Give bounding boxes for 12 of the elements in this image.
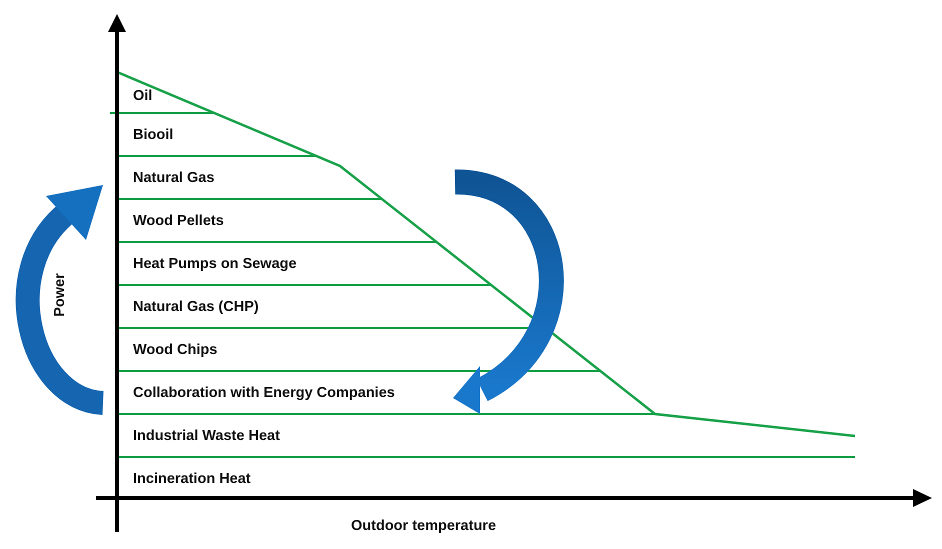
band-label: Incineration Heat — [133, 470, 251, 488]
band-label: Wood Chips — [133, 340, 218, 358]
band-label: Natural Gas (CHP) — [133, 298, 259, 316]
band-label: Collaboration with Energy Companies — [133, 384, 395, 402]
band-label: Heat Pumps on Sewage — [133, 254, 297, 272]
axis-label: Power — [50, 273, 69, 317]
axis-label: Outdoor temperature — [351, 517, 496, 535]
band-label: Biooil — [133, 126, 174, 144]
band-label: Natural Gas — [133, 168, 214, 186]
band-label: Industrial Waste Heat — [133, 426, 280, 444]
band-label: Wood Pellets — [133, 212, 224, 230]
band-label: Oil — [133, 87, 152, 105]
